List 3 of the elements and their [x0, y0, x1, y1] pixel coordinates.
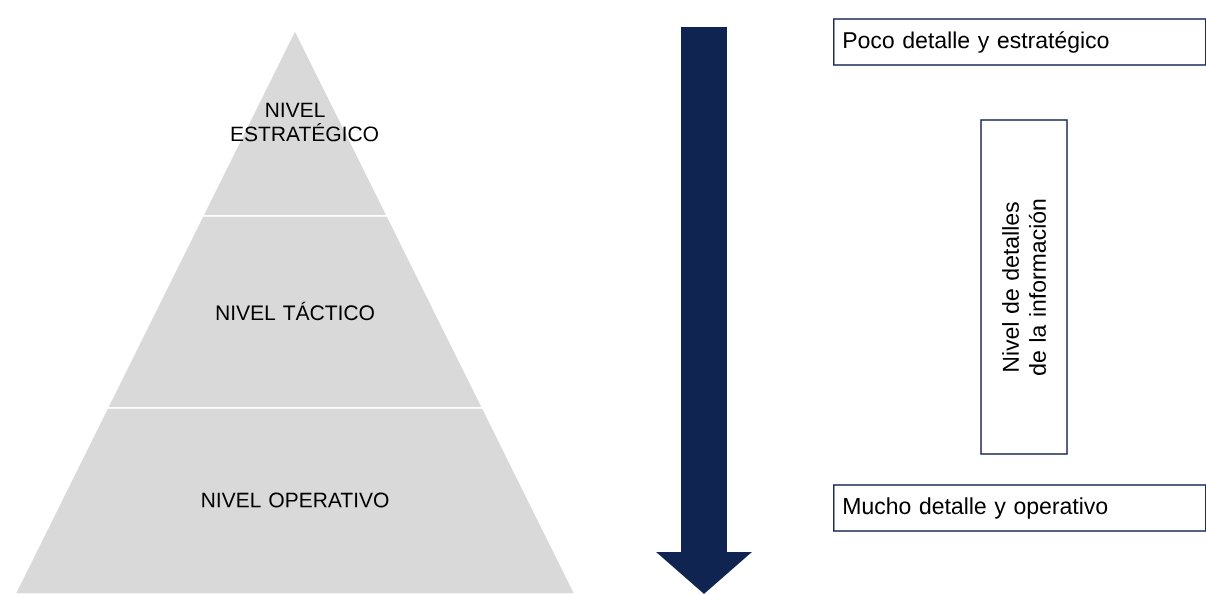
- vertical-text-box: Nivel de detalles de la información: [980, 119, 1068, 455]
- text-box: Mucho detalle y operativo: [833, 484, 1206, 532]
- text-box: Poco detalle y estratégico: [833, 18, 1206, 66]
